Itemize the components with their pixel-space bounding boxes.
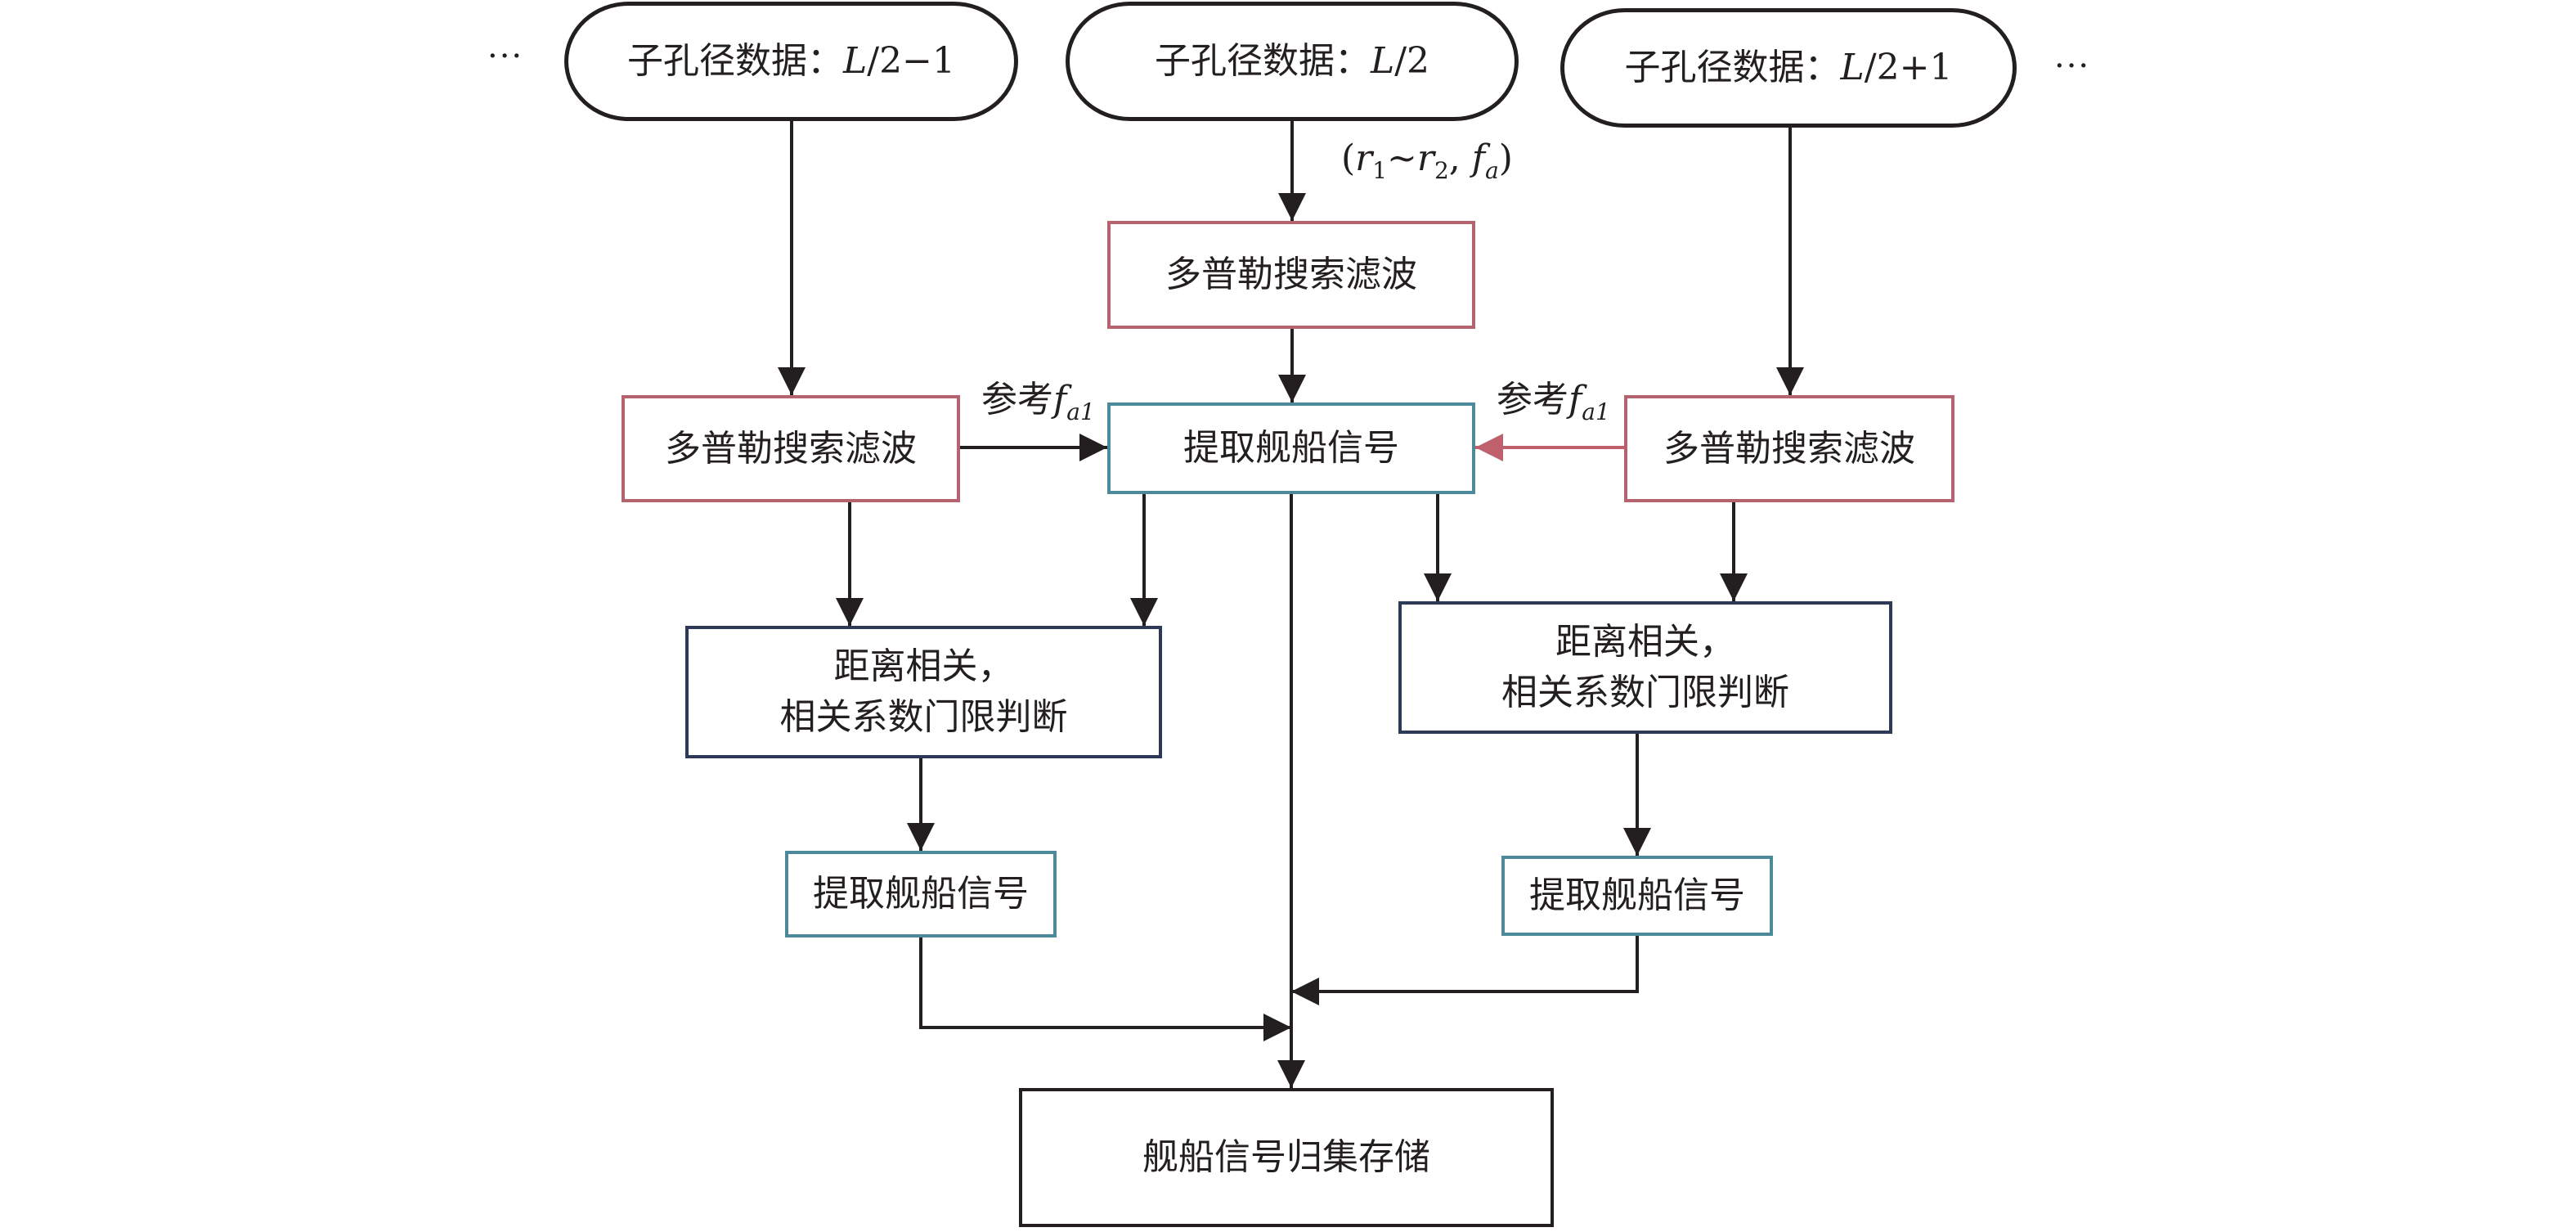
input-suffix: /2−1 xyxy=(867,40,955,82)
arrowhead-down xyxy=(1278,193,1306,221)
var-f: f xyxy=(1568,379,1582,420)
reference-label-left: 参考fa1 xyxy=(981,370,1095,425)
input-suffix: /2+1 xyxy=(1864,47,1953,88)
arrowhead-down xyxy=(1623,828,1651,856)
doppler-filter-center: 多普勒搜索滤波 xyxy=(1107,221,1475,329)
arrowhead-down xyxy=(1776,367,1804,395)
sub-a: a xyxy=(1485,157,1499,184)
reference-text: 参考 xyxy=(981,379,1053,420)
connector-merge-left xyxy=(919,937,1291,1029)
range-doppler-annotation: (r1~r2, fa) xyxy=(1341,137,1513,184)
tilde: ~ xyxy=(1387,137,1417,179)
input-label: 子孔径数据： xyxy=(1154,40,1371,82)
arrowhead-right xyxy=(1263,1014,1291,1041)
var-r: r xyxy=(1355,137,1373,179)
input-var: L xyxy=(1370,40,1395,82)
input-label: 子孔径数据： xyxy=(627,40,844,82)
ellipsis-right: ··· xyxy=(2054,47,2091,85)
arrowhead-down xyxy=(836,598,864,626)
range-correlation-right: 距离相关， 相关系数门限判断 xyxy=(1398,601,1892,734)
input-subaperture-l2: 子孔径数据：L/2 xyxy=(1066,2,1519,121)
arrowhead-down xyxy=(778,367,806,395)
ellipsis-left: ··· xyxy=(487,38,524,75)
var-f: f xyxy=(1053,379,1067,420)
range-correlation-left: 距离相关， 相关系数门限判断 xyxy=(685,626,1162,758)
var-r: r xyxy=(1416,137,1434,179)
connector-merge-right xyxy=(1291,936,1639,993)
correlation-line-2: 相关系数门限判断 xyxy=(1501,672,1789,713)
arrowhead-down xyxy=(1278,375,1306,402)
arrowhead-down xyxy=(1424,573,1452,601)
input-subaperture-l2-plus-1: 子孔径数据：L/2+1 xyxy=(1560,8,2017,128)
var-f: f xyxy=(1471,137,1486,179)
input-subaperture-l2-minus-1: 子孔径数据：L/2−1 xyxy=(564,2,1018,121)
arrowhead-left xyxy=(1475,434,1503,461)
sub-2: 2 xyxy=(1434,157,1449,184)
doppler-filter-left: 多普勒搜索滤波 xyxy=(622,395,960,502)
sub-a1: a1 xyxy=(1066,398,1095,425)
paren-close: ) xyxy=(1498,137,1513,179)
comma: , xyxy=(1448,137,1472,179)
extract-signal-left: 提取舰船信号 xyxy=(785,851,1057,937)
sub-a1: a1 xyxy=(1582,398,1610,425)
arrowhead-down xyxy=(1130,598,1158,626)
arrowhead-down xyxy=(1720,573,1748,601)
reference-label-right: 参考fa1 xyxy=(1497,370,1610,425)
extract-signal-center: 提取舰船信号 xyxy=(1107,402,1475,494)
correlation-line-1: 距离相关， xyxy=(833,645,1014,687)
extract-signal-right: 提取舰船信号 xyxy=(1501,856,1773,936)
input-var: L xyxy=(1840,47,1865,88)
arrowhead-left xyxy=(1291,978,1319,1005)
arrowhead-down xyxy=(1277,1060,1305,1088)
doppler-filter-right: 多普勒搜索滤波 xyxy=(1624,395,1954,502)
input-var: L xyxy=(843,40,868,82)
input-suffix: /2 xyxy=(1394,40,1430,82)
correlation-line-1: 距离相关， xyxy=(1555,621,1735,663)
arrowhead-down xyxy=(907,823,935,851)
sub-1: 1 xyxy=(1372,157,1388,184)
reference-text: 参考 xyxy=(1497,379,1568,420)
input-label: 子孔径数据： xyxy=(1624,47,1841,88)
signal-storage: 舰船信号归集存储 xyxy=(1019,1088,1554,1227)
paren-open: ( xyxy=(1341,137,1356,179)
correlation-line-2: 相关系数门限判断 xyxy=(779,696,1068,738)
arrowhead-right xyxy=(1079,434,1107,461)
